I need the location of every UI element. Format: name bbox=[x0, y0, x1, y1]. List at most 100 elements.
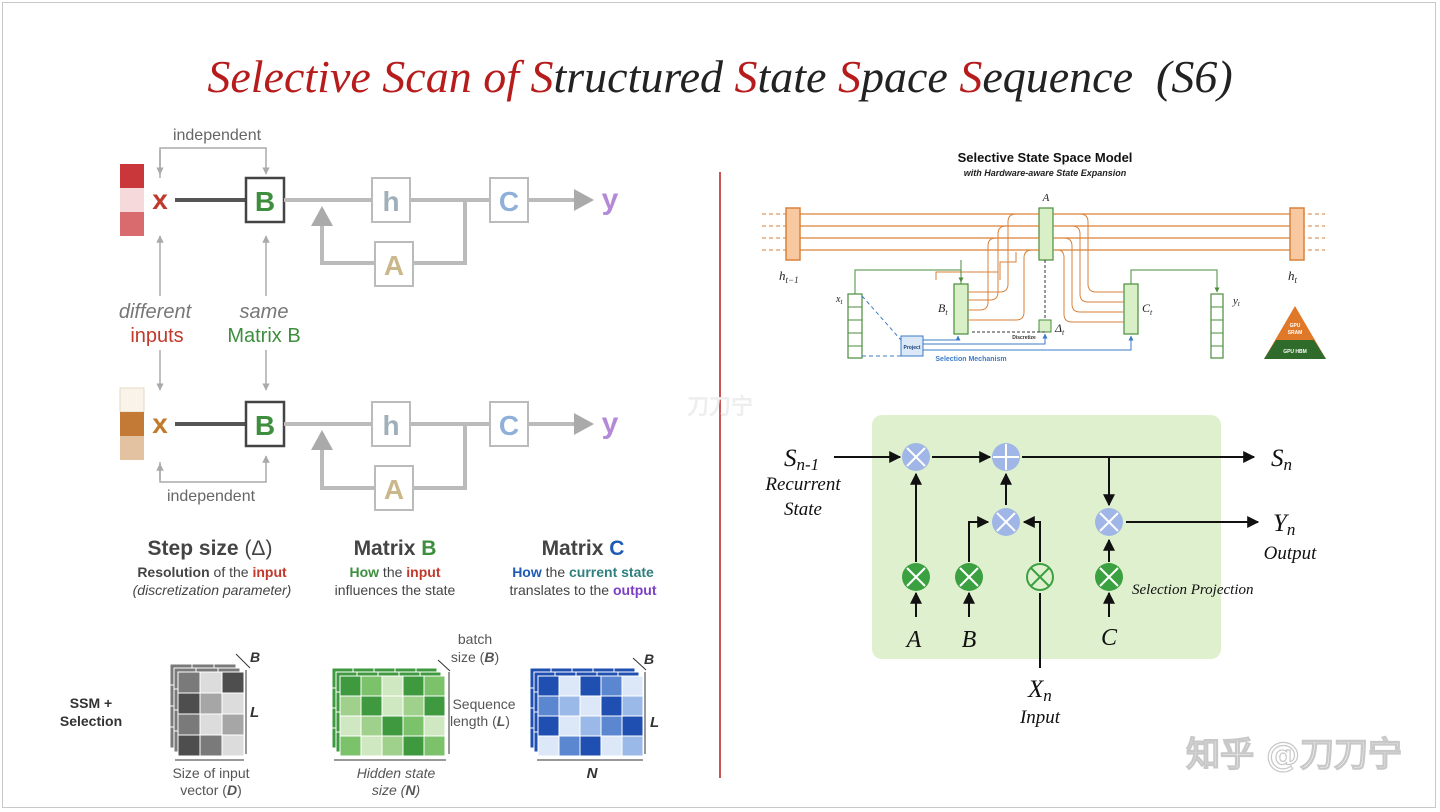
up-arrow-icon bbox=[311, 430, 333, 450]
selection-gate-cross bbox=[906, 567, 926, 587]
corner-watermark: 知乎 @刀刀宁 bbox=[1186, 735, 1402, 775]
ssm-selection-label-2: Selection bbox=[60, 713, 122, 729]
x-t-label: xt bbox=[835, 294, 843, 306]
matrix-b-title: Matrix bbox=[354, 537, 416, 560]
ssm-row-1: x B h C y A independent bbox=[120, 127, 619, 287]
feedback-line bbox=[412, 200, 467, 265]
tensor-shapes: SSM + Selection B L Size of input vector… bbox=[60, 631, 659, 798]
feedback-line bbox=[320, 222, 375, 265]
input-vector-label: vector (D) bbox=[180, 782, 241, 798]
title-part: equence bbox=[982, 51, 1133, 102]
matrix-b-box bbox=[244, 400, 286, 448]
s-symbol: S bbox=[784, 445, 797, 472]
tensor-cell bbox=[558, 715, 581, 737]
b-symbol: B bbox=[938, 301, 946, 315]
y-symbol: Y bbox=[1273, 510, 1290, 537]
tensor-cell bbox=[199, 671, 223, 694]
h-t-label: ht bbox=[1288, 268, 1298, 285]
ssm-row-2: x B h C y A independent bbox=[119, 387, 619, 511]
independent-bracket bbox=[159, 455, 270, 483]
title-part: S bbox=[207, 51, 230, 102]
row-comparison-labels: different inputs same Matrix B bbox=[119, 235, 301, 391]
tensor-cell bbox=[537, 715, 560, 737]
project-to-delta-arrow bbox=[923, 333, 1048, 345]
project-label: Project bbox=[904, 345, 921, 351]
b-symbol: B bbox=[484, 649, 494, 665]
tensor-n-label: N bbox=[587, 765, 599, 782]
b-t-label: Bt bbox=[938, 301, 948, 317]
independent-label-top: independent bbox=[173, 127, 262, 144]
x-t-to-b-t-arrow bbox=[854, 269, 964, 294]
tensor-cell bbox=[537, 735, 560, 757]
title-part: (S6) bbox=[1133, 51, 1233, 102]
tensor-cell bbox=[177, 671, 201, 694]
x-gate-to-input-mult-arrow bbox=[1022, 516, 1041, 562]
h-t-state-block bbox=[1289, 207, 1305, 261]
tensor-cell bbox=[537, 675, 560, 697]
output-label: Output bbox=[1264, 543, 1318, 564]
y-t-label: yt bbox=[1232, 295, 1241, 308]
tensor-batch-label: B bbox=[250, 649, 260, 665]
selection-mechanism-label: Selection Mechanism bbox=[935, 356, 1006, 363]
output-tensor-blue bbox=[529, 667, 644, 757]
batch-label: batch bbox=[458, 631, 492, 647]
tensor-cell bbox=[339, 675, 362, 697]
a-symbol: A bbox=[384, 250, 404, 281]
close-paren: ) bbox=[505, 713, 510, 729]
gpu-memory-pyramid-icon: GPU SRAM GPU HBM bbox=[1264, 306, 1326, 359]
sequence-label: Sequence bbox=[452, 696, 515, 712]
size-text: size ( bbox=[451, 649, 485, 665]
tensor-cell bbox=[600, 675, 623, 697]
step-size-symbol: (Δ) bbox=[244, 537, 272, 560]
step-size-heading: Step size (Δ) bbox=[148, 537, 273, 560]
b-t-connection bbox=[968, 249, 1039, 321]
b-t-connection bbox=[968, 237, 1039, 311]
title-part: tructured bbox=[554, 51, 735, 102]
b-t-connection bbox=[968, 213, 1039, 293]
multiply-node-cross bbox=[1099, 512, 1119, 532]
orange-connector bbox=[935, 252, 999, 280]
s-prev-label: Sn-1 bbox=[784, 445, 819, 474]
input-cell bbox=[120, 188, 144, 212]
input-cell bbox=[120, 412, 144, 436]
y-t-vector bbox=[1210, 293, 1224, 359]
b-symbol: B bbox=[255, 186, 275, 217]
x-subscript: n bbox=[1043, 686, 1052, 705]
discretize-label: Discretize bbox=[1012, 335, 1036, 341]
matrix-b-desc: How the input bbox=[349, 564, 440, 580]
a-input-label: A bbox=[905, 627, 922, 653]
tensor-cell bbox=[579, 675, 602, 697]
project-block bbox=[900, 335, 924, 357]
tensor-cell bbox=[600, 735, 623, 757]
project-to-c-t-arrow bbox=[923, 335, 1134, 351]
multiply-node-icon bbox=[1095, 508, 1123, 536]
ssm-selection-label-1: SSM + bbox=[70, 695, 112, 711]
b-gate-to-input-mult-arrow bbox=[968, 516, 990, 562]
independent-label-bottom: independent bbox=[167, 488, 256, 505]
influences-label: influences the state bbox=[335, 582, 456, 598]
input-label: Input bbox=[1019, 707, 1061, 728]
c-subscript: t bbox=[1150, 308, 1153, 317]
multiply-node-icon bbox=[992, 508, 1020, 536]
tensor-cell bbox=[221, 692, 245, 715]
h-prev-label: ht−1 bbox=[779, 268, 799, 285]
tensor-cell bbox=[381, 695, 404, 717]
s-subscript: n bbox=[1284, 455, 1293, 474]
gpu-sram-label-1: GPU bbox=[1290, 323, 1301, 329]
s-n-label: Sn bbox=[1271, 445, 1292, 474]
h-subscript: t−1 bbox=[786, 275, 799, 285]
c-t-label: Ct bbox=[1142, 301, 1153, 317]
a-symbol: A bbox=[384, 474, 404, 505]
tensor-cell bbox=[221, 671, 245, 694]
hidden-tensor-green bbox=[331, 667, 446, 757]
title-part: S bbox=[531, 51, 554, 102]
c-t-connection bbox=[1053, 249, 1124, 323]
selection-gate-icon bbox=[902, 563, 930, 591]
feedback-line bbox=[412, 424, 467, 490]
tensor-cell bbox=[177, 692, 201, 715]
matrix-b-letter: B bbox=[421, 537, 436, 560]
h-symbol: h bbox=[1288, 268, 1295, 283]
tensor-cell bbox=[558, 675, 581, 697]
y-t-vector-frame bbox=[1210, 293, 1224, 359]
